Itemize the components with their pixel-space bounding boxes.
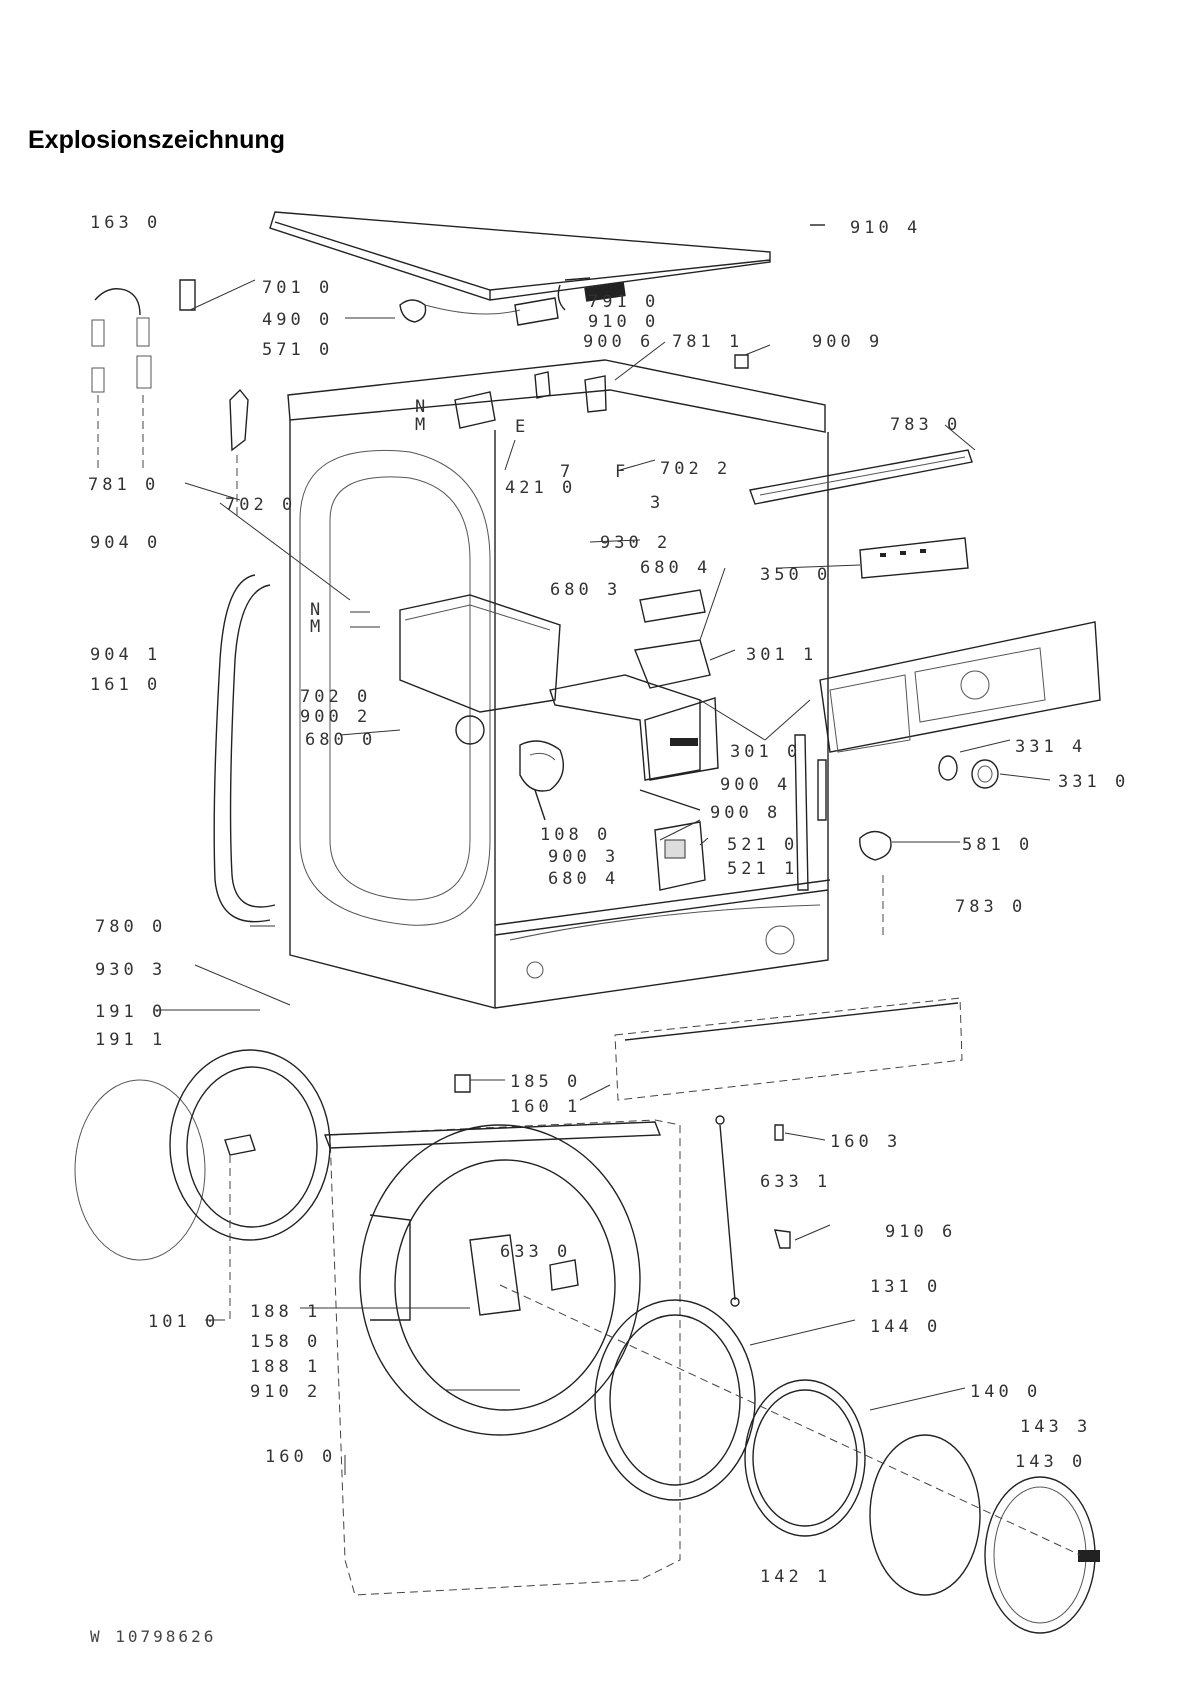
part-label: 910 6 [885,1222,956,1242]
dispenser-housing [399,594,561,745]
part-label: 791 0 [588,292,659,312]
part-label: 930 2 [600,533,671,553]
part-label: 680 0 [305,730,376,750]
part-label: 301 0 [730,742,801,762]
part-label: 158 0 [250,1332,321,1352]
part-labels: 163 0 910 4 701 0 490 0 571 0 791 0 910 … [88,213,1129,1587]
part-label: 101 0 [148,1312,219,1332]
top-clips [514,224,825,413]
part-label: 702 0 [300,687,371,707]
part-label: 930 3 [95,960,166,980]
part-label: 143 3 [1020,1417,1091,1437]
front-panel [323,1119,681,1596]
part-label: 904 0 [90,533,161,553]
leader-lines [155,279,1051,1475]
part-label: 144 0 [870,1317,941,1337]
part-label: 143 0 [1015,1452,1086,1472]
part-label: 160 3 [830,1132,901,1152]
part-label: 163 0 [90,213,161,233]
door-assembly [499,1284,1100,1634]
cabinet-body [287,359,831,1009]
top-cover [269,211,771,301]
part-label: 900 8 [710,803,781,823]
small-parts-right [454,1074,791,1249]
part-label: 161 0 [90,675,161,695]
marker: 3 [650,493,664,513]
dispenser-drawer [549,589,719,781]
part-label: 331 4 [1015,737,1086,757]
marker: N [310,600,324,620]
part-label: 702 2 [660,459,731,479]
part-label: 783 0 [890,415,961,435]
part-label: 633 1 [760,1172,831,1192]
part-label: 131 0 [870,1277,941,1297]
part-label: 521 0 [727,835,798,855]
part-label: 521 1 [727,859,798,879]
part-label: 680 4 [548,869,619,889]
marker: M [415,415,429,435]
part-label: 781 0 [88,475,159,495]
marker: F [615,462,629,482]
part-label: 108 0 [540,825,611,845]
pressure-switch [859,830,892,940]
part-label: 185 0 [510,1072,581,1092]
part-label: 301 1 [746,645,817,665]
part-label: 160 1 [510,1097,581,1117]
marker: N [415,397,429,417]
pump-assembly [519,740,564,821]
marker: E [515,417,529,437]
control-board [859,537,969,579]
part-label: 780 0 [95,917,166,937]
inner-rails [639,734,827,891]
part-label: 581 0 [962,835,1033,855]
part-label: 350 0 [760,565,831,585]
part-label: 188 1 [250,1302,321,1322]
part-label: 900 2 [300,707,371,727]
part-label: 701 0 [262,278,333,298]
part-label: 142 1 [760,1567,831,1587]
part-label: 910 0 [588,312,659,332]
kick-plate [614,997,963,1101]
hinge-bar [715,1115,740,1307]
part-label: 900 6 [583,332,654,352]
part-label: 783 0 [955,897,1026,917]
part-label: 160 0 [265,1447,336,1467]
drain-hose [557,277,626,311]
part-label: 140 0 [970,1382,1041,1402]
part-label: 900 3 [548,847,619,867]
drawing-code: W 10798626 [90,1627,217,1646]
knob-rings [938,755,999,789]
motor-controller [654,821,706,891]
part-label: 910 2 [250,1382,321,1402]
part-label: 904 1 [90,645,161,665]
part-label: 781 1 [672,332,743,352]
cross-rail [749,449,973,505]
part-label: 910 4 [850,218,921,238]
part-label: 421 0 [505,478,576,498]
part-label: 702 0 [225,495,296,515]
marker: M [310,617,324,637]
part-label: 680 4 [640,558,711,578]
hoses-and-springs [91,279,249,520]
part-label: 900 4 [720,775,791,795]
door-bellows [213,574,276,923]
part-label: 680 3 [550,580,621,600]
door-ring [74,1049,331,1320]
control-panel [819,621,1101,753]
inlet-valve [399,299,521,429]
part-label: 191 1 [95,1030,166,1050]
part-label: 191 0 [95,1002,166,1022]
part-label: 571 0 [262,340,333,360]
part-label: 633 0 [500,1242,571,1262]
part-label: 490 0 [262,310,333,330]
part-label: 331 0 [1058,772,1129,792]
part-label: 188 1 [250,1357,321,1377]
marker-letters: N M N M E 7 F 3 [310,397,664,637]
page-title: Explosionszeichnung [28,126,285,154]
part-label: 900 9 [812,332,883,352]
marker: 7 [560,462,574,482]
